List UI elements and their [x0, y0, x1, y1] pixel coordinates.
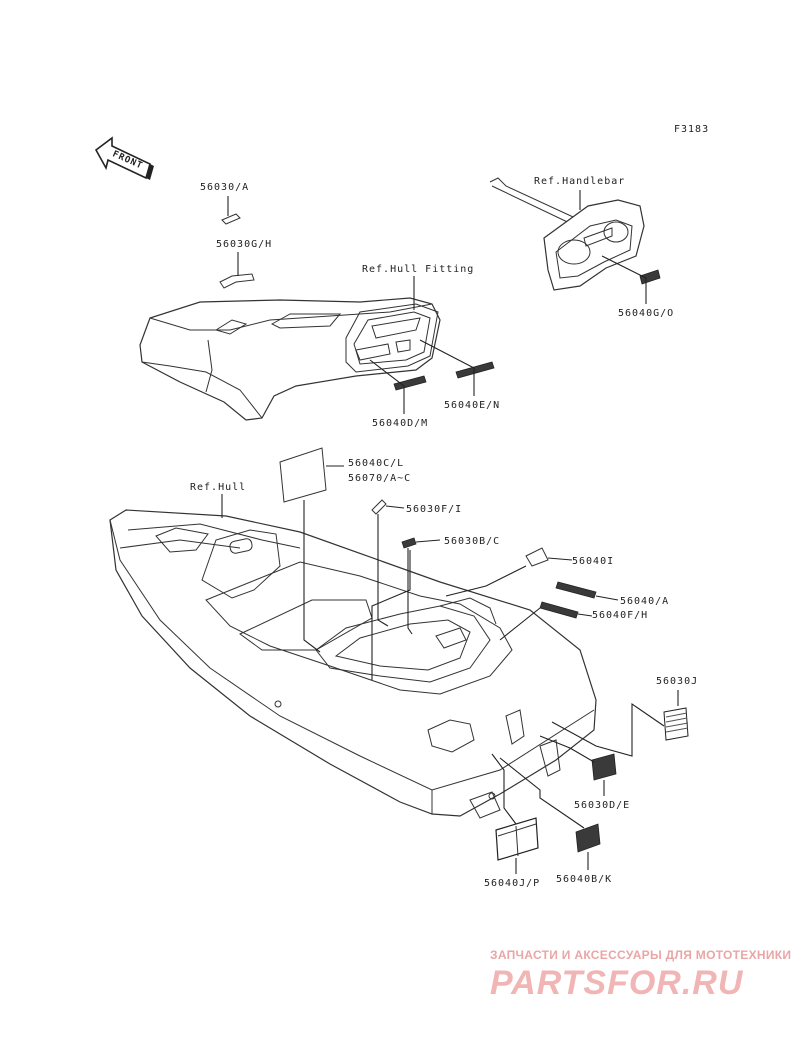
decal-56040en [455, 361, 495, 379]
label-56070ac: 56070/A~C [348, 473, 411, 484]
decal-56030gh [219, 273, 255, 289]
ref-hull: Ref.Hull [190, 482, 246, 493]
decal-56030fi [371, 499, 387, 515]
label-56040fh: 56040F/H [592, 610, 648, 621]
label-56040bk: 56040B/K [556, 874, 612, 885]
label-56030j: 56030J [656, 676, 698, 687]
decal-56030de [591, 753, 617, 781]
hull-fitting-part [139, 297, 441, 421]
decal-56040dm [393, 375, 427, 391]
label-56030de: 56030D/E [574, 800, 630, 811]
decal-56040jp [495, 817, 539, 861]
ref-handlebar: Ref.Handlebar [534, 176, 625, 187]
label-56040dm: 56040D/M [372, 418, 428, 429]
decal-56040fh [539, 601, 579, 619]
watermark-brand: PARTSFOR.RU [490, 964, 744, 1002]
hull-body-part [109, 509, 597, 819]
handlebar-cover-part [489, 177, 645, 291]
label-56040go: 56040G/O [618, 308, 674, 319]
decal-56030a [221, 213, 241, 225]
decal-56040bk [575, 823, 601, 853]
figure-code: F3183 [674, 124, 709, 135]
decal-56040i [525, 547, 549, 567]
label-56040i: 56040I [572, 556, 614, 567]
decal-56040go [639, 269, 661, 285]
label-56040jp: 56040J/P [484, 878, 540, 889]
label-56030fi: 56030F/I [406, 504, 462, 515]
front-arrow-icon: FRONT [94, 136, 154, 180]
ref-hull-fitting: Ref.Hull Fitting [362, 264, 474, 275]
label-56030bc: 56030B/C [444, 536, 500, 547]
decal-56030j [663, 707, 689, 741]
decal-56040a [555, 581, 597, 599]
label-56040cl: 56040C/L [348, 458, 404, 469]
label-56030gh: 56030G/H [216, 239, 272, 250]
decal-56040cl [279, 447, 327, 503]
label-56040a: 56040/A [620, 596, 669, 607]
label-56040en: 56040E/N [444, 400, 500, 411]
watermark-tagline: ЗАПЧАСТИ И АКСЕССУАРЫ ДЛЯ МОТОТЕХНИКИ [490, 948, 792, 962]
label-56030a: 56030/A [200, 182, 249, 193]
decal-56030bc [401, 537, 417, 549]
